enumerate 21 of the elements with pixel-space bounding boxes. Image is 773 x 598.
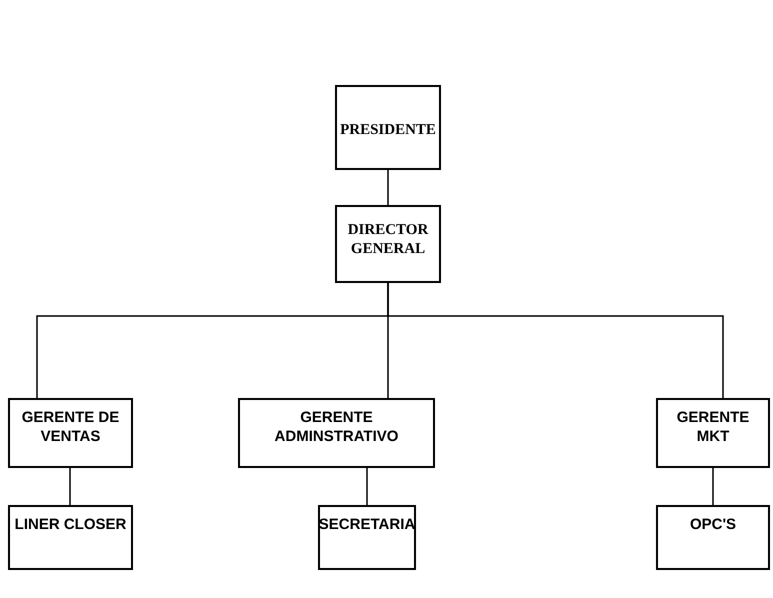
role-title: GERENTE ADMINSTRATIVO (274, 408, 400, 446)
connector-line (366, 468, 368, 505)
connector-line (69, 468, 71, 505)
org-box (318, 505, 416, 570)
role-title: DIRECTOR GENERAL (346, 221, 430, 259)
org-box (335, 85, 441, 170)
role-title: PRESIDENTE (339, 121, 437, 140)
org-box (8, 398, 133, 468)
role-title: SECRETARIA (318, 515, 416, 534)
org-box (335, 205, 441, 283)
connector-line (387, 170, 389, 205)
connector-line (387, 283, 724, 398)
org-box (238, 398, 435, 468)
org-box (656, 398, 770, 468)
org-box (656, 505, 770, 570)
connector-line (712, 468, 714, 505)
role-title: LINER CLOSER (14, 515, 128, 534)
role-title: GERENTE DE VENTAS (20, 408, 120, 446)
role-title: OPC'S (688, 515, 738, 534)
role-title: GERENTE MKT (676, 408, 750, 446)
org-box (8, 505, 133, 570)
